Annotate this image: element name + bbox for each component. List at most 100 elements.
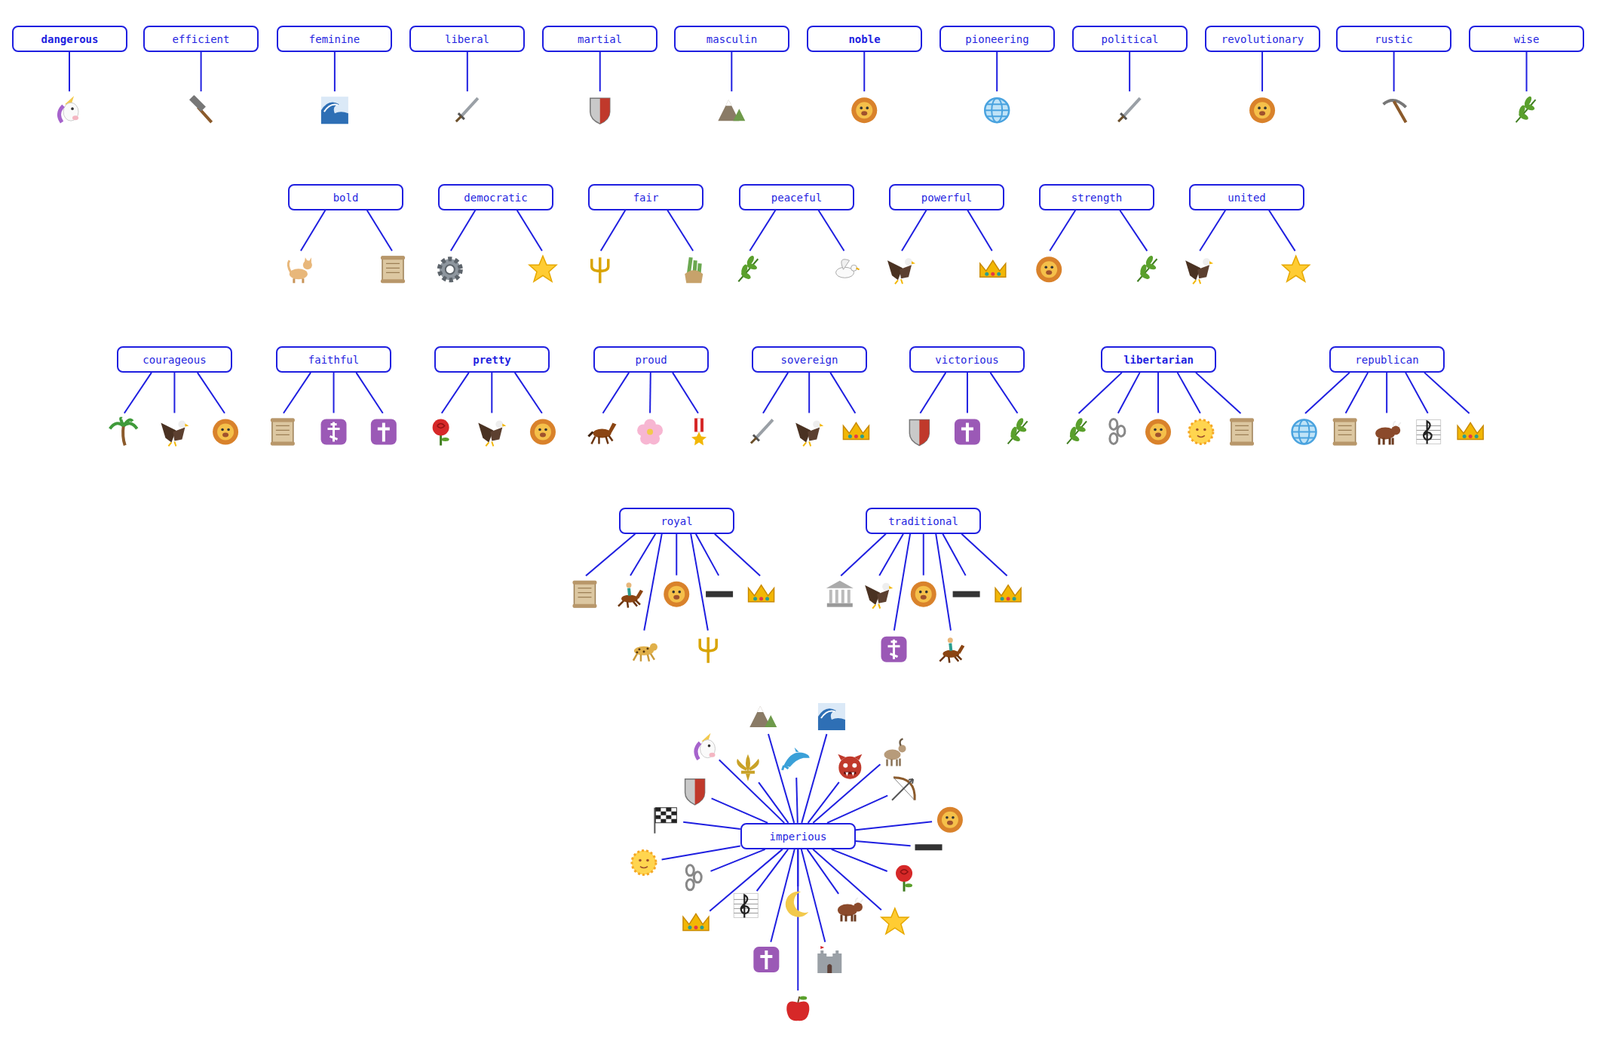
- leader-line: [1049, 210, 1076, 252]
- leader-line: [966, 372, 969, 414]
- leader-line: [603, 372, 630, 414]
- label-box: pioneering: [939, 25, 1055, 53]
- sword-icon: [456, 98, 479, 122]
- label-box: fair: [588, 183, 704, 211]
- leader-line: [173, 372, 175, 414]
- shield-icon: [590, 98, 610, 124]
- leader-line: [919, 372, 946, 414]
- label-box: sovereign: [751, 346, 868, 373]
- leaf-icon: [738, 254, 758, 282]
- label-text: libertarian: [1123, 353, 1194, 366]
- leader-line: [1128, 52, 1131, 92]
- chains-icon: [686, 864, 702, 890]
- label-box: united: [1189, 183, 1305, 211]
- leader-line: [831, 849, 888, 871]
- crown-icon: [842, 422, 869, 439]
- scroll-icon: [270, 417, 295, 445]
- flag-icon: [654, 807, 677, 834]
- leader-line: [879, 533, 904, 576]
- dash-icon: [953, 591, 981, 598]
- cross-icon: [954, 418, 981, 445]
- lion-icon: [663, 581, 690, 607]
- gear-icon: [439, 258, 461, 280]
- orth-icon: [321, 418, 347, 445]
- leader-line: [808, 781, 840, 823]
- label-box: victorious: [909, 346, 1025, 373]
- leader-line: [367, 210, 393, 252]
- moon-icon: [785, 891, 809, 917]
- mountain-icon: [749, 705, 777, 727]
- scroll-icon: [380, 255, 405, 283]
- crown-icon: [748, 585, 775, 602]
- eagle-icon: [1185, 257, 1214, 284]
- leader-line: [942, 533, 966, 576]
- rose-icon: [432, 418, 450, 445]
- cross-icon: [370, 418, 397, 445]
- demon-icon: [837, 754, 862, 779]
- leader-line: [1526, 52, 1528, 92]
- label-text: powerful: [921, 191, 972, 204]
- leader-line: [1305, 372, 1350, 414]
- leader-line: [827, 795, 888, 823]
- scroll-icon: [1333, 417, 1358, 445]
- leader-line: [695, 533, 719, 576]
- leader-line: [672, 372, 699, 414]
- leader-line: [334, 52, 336, 92]
- leader-line: [490, 372, 493, 414]
- shield-icon: [909, 419, 929, 445]
- bamboo-icon: [684, 257, 703, 283]
- leader-line: [763, 372, 788, 414]
- crown-icon: [683, 913, 709, 930]
- label-box: peaceful: [738, 183, 855, 211]
- globe-icon: [984, 98, 1009, 123]
- label-text: proud: [634, 353, 667, 366]
- leader-line: [1424, 372, 1470, 414]
- leader-line: [1385, 372, 1388, 414]
- shield-icon: [685, 778, 705, 805]
- lion-icon: [851, 97, 877, 123]
- label-box: proud: [593, 346, 709, 373]
- leader-line: [961, 533, 1007, 577]
- star-icon: [529, 255, 557, 282]
- label-box: strength: [1039, 183, 1155, 211]
- label-text: imperious: [769, 830, 828, 843]
- leader-line: [967, 210, 992, 252]
- lion-icon: [212, 418, 239, 445]
- leader-line: [355, 372, 383, 414]
- leader-line: [922, 533, 925, 576]
- blossom-icon: [637, 418, 663, 445]
- trident-icon: [699, 637, 717, 663]
- label-text: united: [1227, 191, 1266, 204]
- eagle-icon: [864, 582, 893, 609]
- leader-line: [1157, 372, 1159, 414]
- leaf-icon: [1066, 416, 1087, 445]
- fleur-icon: [736, 754, 760, 782]
- label-text: political: [1101, 33, 1159, 46]
- leader-line: [840, 533, 886, 577]
- label-box: martial: [542, 25, 658, 53]
- label-text: efficient: [172, 33, 230, 46]
- leader-line: [796, 849, 799, 991]
- unicorn-icon: [58, 95, 79, 123]
- leader-line: [894, 533, 911, 631]
- leader-line: [901, 210, 926, 252]
- leader-line: [812, 849, 882, 910]
- eagle-icon: [887, 257, 916, 284]
- leader-line: [749, 210, 776, 252]
- leader-line: [1119, 210, 1147, 252]
- label-text: pretty: [472, 353, 512, 366]
- dolphin-icon: [782, 747, 810, 770]
- leader-line: [517, 210, 543, 252]
- label-box: revolutionary: [1204, 25, 1321, 53]
- label-box: libertarian: [1100, 346, 1217, 373]
- bow-icon: [891, 777, 915, 800]
- crown-icon: [995, 585, 1021, 602]
- leader-line: [730, 52, 733, 92]
- leader-line: [333, 372, 335, 414]
- label-box: liberal: [409, 25, 525, 53]
- mountain-icon: [717, 99, 745, 121]
- eagle-icon: [795, 419, 824, 446]
- crown-icon: [980, 260, 1006, 277]
- leader-line: [801, 849, 826, 942]
- rose-icon: [895, 864, 913, 892]
